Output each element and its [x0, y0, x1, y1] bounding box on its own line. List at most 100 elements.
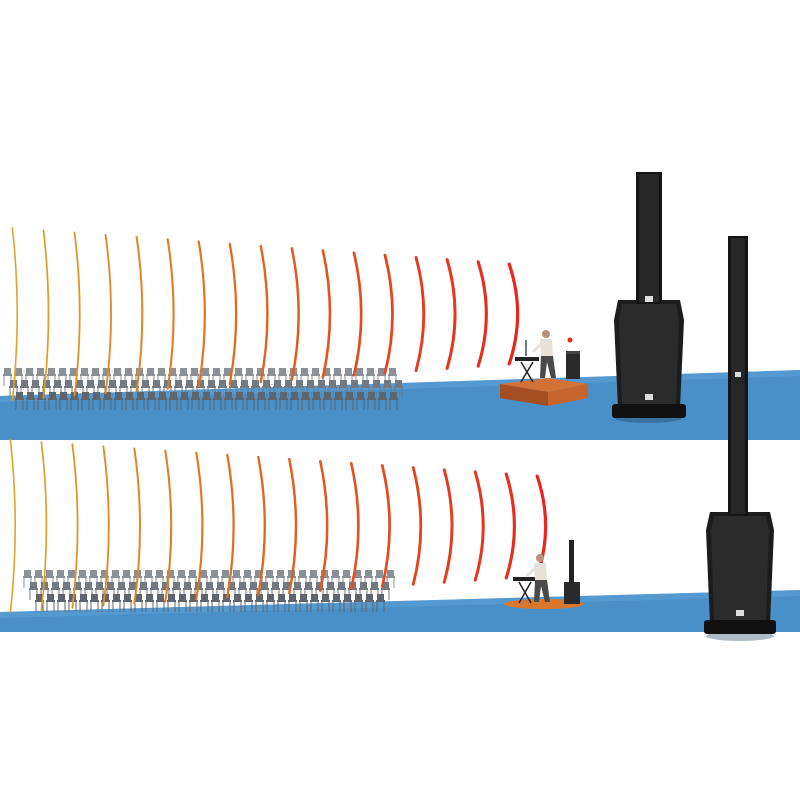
chair-icon: [356, 392, 365, 410]
sound-wave-arc: [166, 238, 175, 390]
top-scene: [0, 172, 800, 440]
chair-icon: [389, 392, 398, 410]
chair-icon: [147, 392, 156, 410]
chair-icon: [354, 594, 363, 612]
sound-wave-arc: [442, 468, 454, 584]
sound-wave-arc: [104, 233, 112, 395]
chair-icon: [46, 594, 55, 612]
chair-icon: [15, 392, 24, 410]
chair-icon: [365, 594, 374, 612]
chair-icon: [255, 594, 264, 612]
chair-icon: [191, 392, 200, 410]
chair-icon: [332, 594, 341, 612]
chair-icon: [301, 392, 310, 410]
sound-wave-arc: [133, 447, 141, 605]
sound-wave-arc: [135, 236, 144, 392]
chair-icon: [57, 594, 66, 612]
chair-icon: [321, 594, 330, 612]
bottom-scene: [0, 236, 800, 641]
sound-wave-arc: [11, 227, 18, 401]
chair-icon: [200, 594, 209, 612]
chair-icon: [81, 392, 90, 410]
chair-icon: [367, 392, 376, 410]
sound-wave-arc: [445, 258, 457, 370]
chair-icon: [156, 594, 165, 612]
chair-icon: [90, 594, 99, 612]
performer-icon: [531, 330, 556, 378]
keyboard-stand-icon: [513, 577, 537, 604]
keyboard-stand-icon: [515, 340, 539, 383]
sound-wave-arc: [40, 441, 48, 611]
sound-wave-arc: [383, 253, 394, 375]
sound-waves: [11, 227, 520, 401]
sound-wave-arc: [504, 472, 516, 580]
chair-icon: [378, 392, 387, 410]
chair-icon: [189, 594, 198, 612]
chair-icon: [125, 392, 134, 410]
chair-icon: [136, 392, 145, 410]
stage-light-icon: [567, 337, 573, 343]
chair-icon: [310, 594, 319, 612]
chair-icon: [167, 594, 176, 612]
chair-icon: [202, 392, 211, 410]
chair-icon: [101, 594, 110, 612]
chair-icon: [35, 594, 44, 612]
chair-icon: [345, 392, 354, 410]
chair-icon: [343, 594, 352, 612]
chair-icon: [213, 392, 222, 410]
sound-wave-arc: [380, 464, 391, 588]
subwoofer-icon: [564, 540, 580, 604]
chair-icon: [312, 392, 321, 410]
chair-icon: [112, 594, 121, 612]
chair-icon: [277, 594, 286, 612]
chair-icon: [233, 594, 242, 612]
sound-wave-arc: [476, 260, 488, 368]
chair-icon: [268, 392, 277, 410]
chair-icon: [103, 392, 112, 410]
sound-wave-arc: [228, 242, 238, 386]
sound-wave-arc: [226, 453, 235, 599]
chair-icon: [59, 392, 68, 410]
sound-wave-arc: [288, 457, 298, 595]
sound-wave-arc: [414, 255, 426, 373]
sound-wave-arc: [259, 244, 269, 384]
chair-icon: [180, 392, 189, 410]
chair-icon: [26, 392, 35, 410]
sound-wave-arc: [73, 231, 81, 397]
chair-icon: [79, 594, 88, 612]
sound-wave-arc: [195, 451, 204, 601]
sound-wave-arc: [352, 251, 363, 377]
chair-icon: [92, 392, 101, 410]
chair-icon: [178, 594, 187, 612]
chair-icon: [279, 392, 288, 410]
sound-wave-arc: [71, 443, 79, 609]
floor-edge: [0, 590, 800, 618]
column-speaker-icon: [704, 236, 776, 641]
chair-icon: [37, 392, 46, 410]
chair-icon: [114, 392, 123, 410]
sound-wave-arc: [290, 247, 300, 381]
floor: [0, 370, 800, 440]
chair-icon: [376, 594, 385, 612]
sound-wave-arc: [102, 445, 110, 607]
sound-wave-arc: [411, 466, 423, 586]
sound-wave-arc: [321, 249, 332, 379]
chair-icon: [169, 392, 178, 410]
chair-icon: [266, 594, 275, 612]
sound-wave-arc: [9, 439, 16, 613]
chair-icon: [244, 594, 253, 612]
sound-wave-arc: [319, 459, 329, 593]
chair-icon: [48, 392, 57, 410]
chair-icon: [257, 392, 266, 410]
chair-icon: [288, 594, 297, 612]
performer-icon: [525, 554, 550, 602]
subwoofer-icon: [566, 351, 580, 379]
chair-icon: [158, 392, 167, 410]
chair-icon: [211, 594, 220, 612]
chair-icon: [323, 392, 332, 410]
sound-wave-arc: [507, 262, 520, 366]
chair-icon: [246, 392, 255, 410]
chair-rows: [3, 368, 403, 410]
chair-icon: [123, 594, 132, 612]
